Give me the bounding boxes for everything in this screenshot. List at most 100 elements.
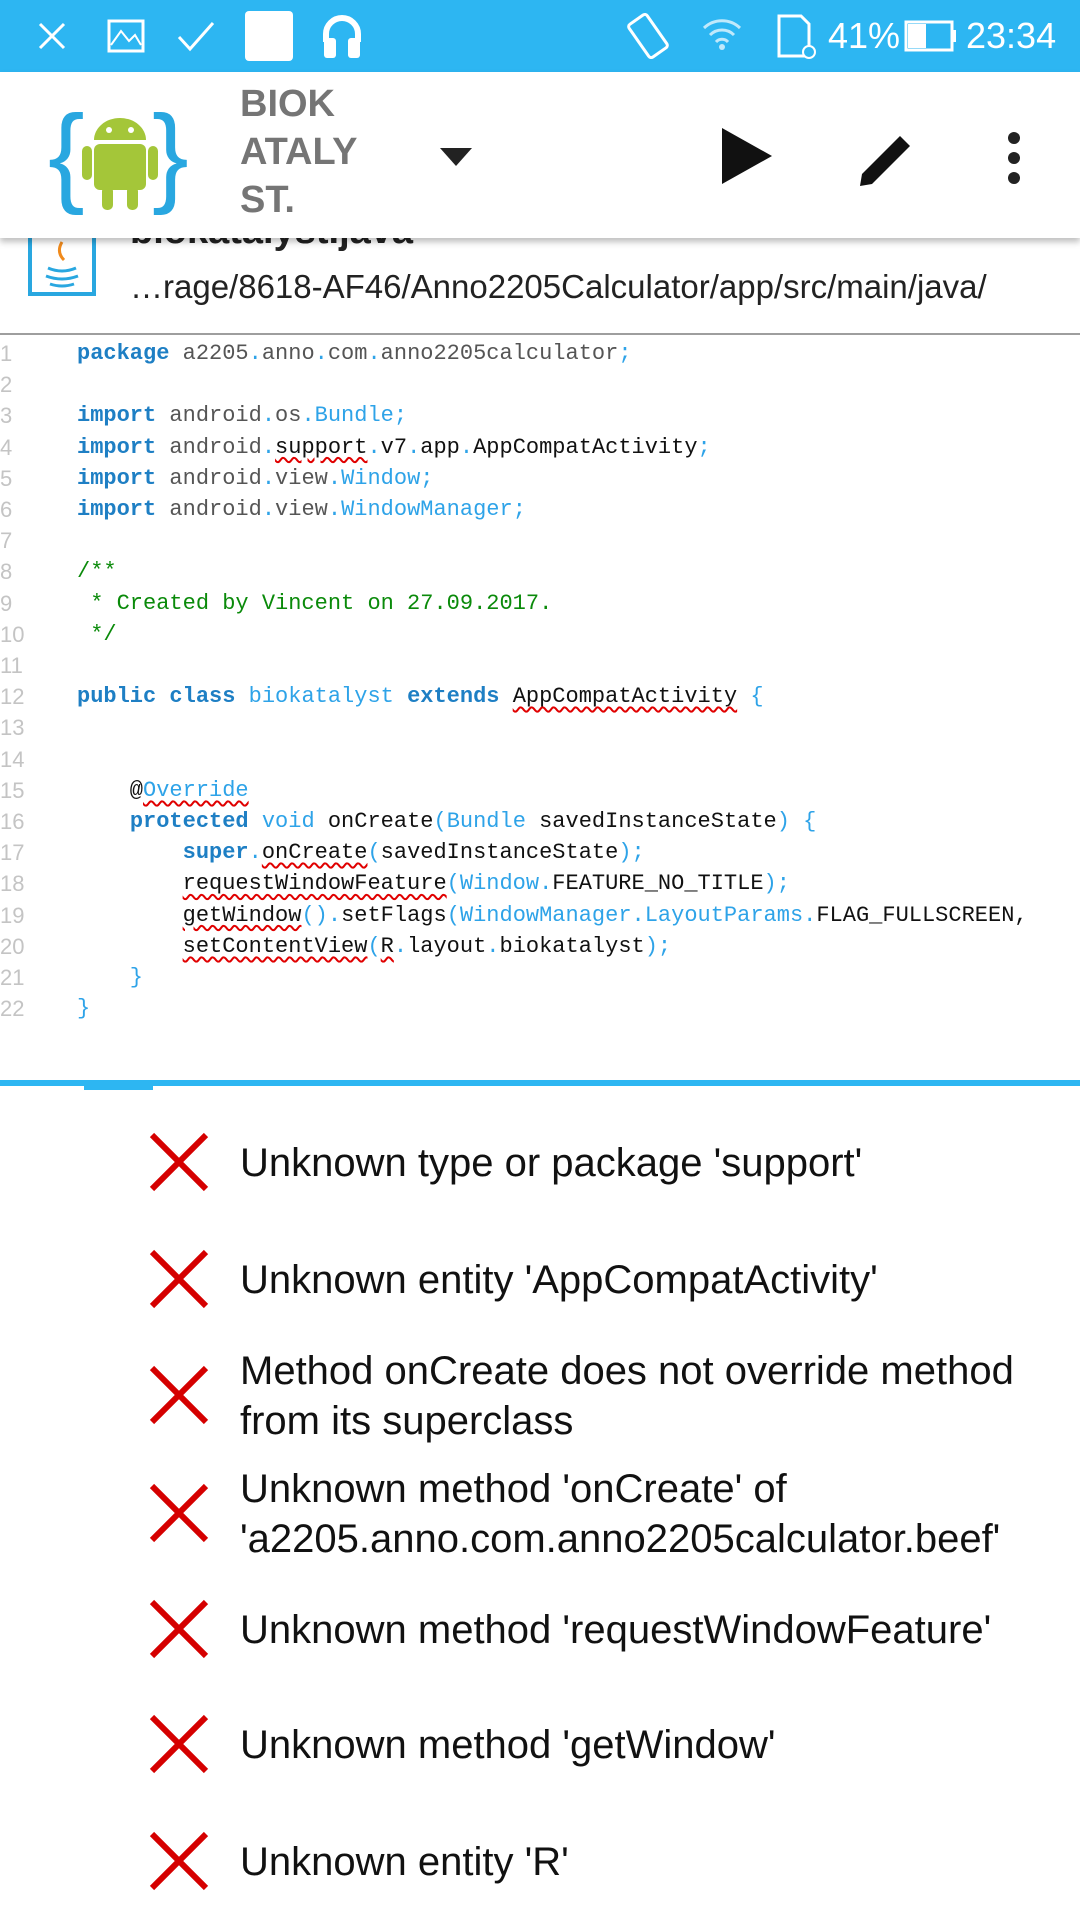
error-token: support (275, 434, 368, 460)
code-line[interactable]: 8/** (0, 556, 1080, 587)
code-line[interactable]: 9 * Created by Vincent on 27.09.2017. (0, 588, 1080, 619)
project-title[interactable]: BIOKATALYST. (240, 83, 358, 221)
line-number: 22 (0, 996, 25, 1022)
code-token: Window (341, 465, 421, 491)
more-options-button[interactable] (1004, 130, 1024, 191)
run-button[interactable] (722, 128, 772, 189)
error-item[interactable]: Unknown type or package 'support' (0, 1108, 1080, 1218)
java-file-icon (28, 238, 96, 296)
line-number: 3 (0, 403, 13, 429)
code-text: package a2205.anno.com.anno2205calculato… (77, 338, 632, 369)
line-number: 5 (0, 465, 13, 491)
code-token: super (182, 840, 249, 866)
code-token: * Created by Vincent on 27.09.2017. (77, 590, 553, 616)
code-text: /** (77, 556, 117, 587)
code-line[interactable]: 10 */ (0, 619, 1080, 650)
code-token: savedInstanceState (525, 809, 777, 834)
code-line[interactable]: 16 protected void onCreate(Bundle savedI… (0, 806, 1080, 837)
code-line[interactable]: 11 (0, 650, 1080, 681)
line-number: 21 (0, 965, 25, 990)
panel-divider[interactable] (0, 1080, 1080, 1086)
error-message: Unknown entity 'R' (240, 1840, 569, 1884)
error-item[interactable]: Unknown entity 'AppCompatActivity' (0, 1225, 1080, 1335)
code-token (77, 903, 183, 928)
code-line[interactable]: 3 import android.os.Bundle; (0, 400, 1080, 431)
code-token: . (248, 840, 262, 866)
code-token: . (261, 403, 276, 429)
code-line[interactable]: 18 requestWindowFeature(Window.FEATURE_N… (0, 868, 1080, 899)
code-text: * Created by Vincent on 27.09.2017. (77, 588, 552, 619)
code-token: . (301, 403, 315, 429)
edit-button[interactable] (854, 128, 918, 197)
error-item[interactable]: Unknown method 'requestWindowFeature' (0, 1575, 1080, 1685)
error-token: AppCompatActivity (512, 684, 738, 710)
code-text: @Override (77, 775, 249, 806)
error-message: Unknown type or package 'support' (240, 1141, 863, 1185)
code-line[interactable]: 19 getWindow().setFlags(WindowManager.La… (0, 900, 1080, 931)
code-line[interactable]: 6 import android.view.WindowManager; (0, 494, 1080, 525)
code-line[interactable]: 20 setContentView(R.layout.biokatalyst); (0, 931, 1080, 962)
code-line[interactable]: 13 (0, 712, 1080, 743)
code-token: ( (446, 902, 460, 928)
code-token: ); (763, 871, 790, 897)
code-token: ; (420, 465, 434, 491)
line-number: 9 (0, 590, 13, 616)
code-line[interactable]: 22} (0, 993, 1080, 1024)
code-token: Bundle (446, 809, 526, 834)
line-number: 13 (0, 715, 25, 741)
code-token: package (77, 341, 170, 366)
project-dropdown-icon[interactable] (440, 148, 472, 171)
error-icon (149, 1831, 209, 1891)
line-number: 18 (0, 871, 25, 897)
line-number: 7 (0, 528, 13, 554)
error-item[interactable]: Unknown method 'getWindow' (0, 1690, 1080, 1800)
blank-notification-icon (245, 11, 293, 61)
code-token: Window. (459, 871, 553, 897)
code-line[interactable]: 2 (0, 369, 1080, 400)
code-token (77, 871, 183, 896)
code-token (77, 809, 130, 834)
svg-text:{: { (48, 96, 85, 216)
code-token: . (486, 933, 500, 959)
code-token: . (367, 341, 381, 366)
code-token: . (261, 497, 276, 522)
error-icon (149, 1365, 209, 1425)
code-token: view (275, 465, 328, 491)
code-text: import android.os.Bundle; (77, 400, 407, 431)
code-text: } (77, 962, 143, 993)
code-token: savedInstanceState (380, 840, 619, 866)
code-line[interactable]: 15 @Override (0, 775, 1080, 806)
error-item[interactable]: Unknown method 'onCreate' of 'a2205.anno… (0, 1459, 1080, 1569)
code-token: @ (77, 777, 144, 803)
line-number: 15 (0, 777, 25, 803)
code-line[interactable]: 1 package a2205.anno.com.anno2205calculat… (0, 338, 1080, 369)
code-line[interactable]: 14 (0, 744, 1080, 775)
code-text: import android.view.WindowManager; (77, 494, 526, 525)
code-line[interactable]: 17 super.onCreate(savedInstanceState); (0, 837, 1080, 868)
line-number: 1 (0, 341, 13, 366)
line-number: 6 (0, 497, 13, 522)
code-line[interactable]: 21 } (0, 962, 1080, 993)
code-text: setContentView(R.layout.biokatalyst); (77, 931, 672, 962)
code-token: protected (129, 809, 249, 834)
code-editor[interactable]: 1 package a2205.anno.com.anno2205calculat… (0, 338, 1080, 1078)
code-token: /** (77, 559, 117, 585)
line-number: 16 (0, 809, 25, 834)
error-item[interactable]: Unknown entity 'R' (0, 1807, 1080, 1917)
code-token: . (459, 434, 474, 460)
code-line[interactable]: 7 (0, 525, 1080, 556)
code-token: . (393, 933, 408, 959)
svg-text:}: } (152, 96, 189, 216)
code-token: . (248, 341, 262, 366)
code-token: AppCompatActivity (473, 434, 698, 460)
code-token: layout (407, 933, 487, 959)
error-message: Method onCreate does not override method… (240, 1349, 1014, 1443)
error-item[interactable]: Method onCreate does not override method… (0, 1341, 1080, 1451)
line-number: 19 (0, 902, 25, 928)
error-message: Unknown method 'getWindow' (240, 1723, 776, 1767)
code-token: } (77, 996, 91, 1022)
code-token: biokatalyst (499, 933, 645, 959)
